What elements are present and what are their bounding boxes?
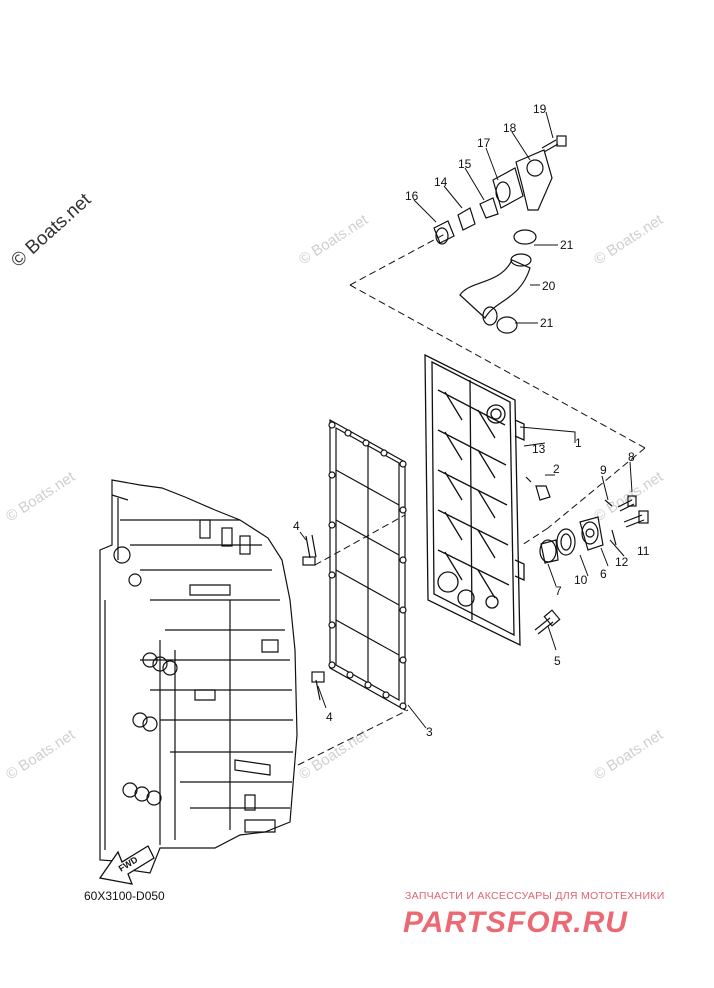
callout-16: 16: [405, 189, 419, 203]
callout-21: 21: [560, 238, 574, 252]
leader-lines: [299, 111, 633, 729]
callout-4: 4: [293, 519, 300, 533]
callout-1: 1: [575, 436, 582, 450]
callout-7: 7: [555, 584, 562, 598]
callout-15: 15: [458, 157, 472, 171]
brand-tagline: ЗАПЧАСТИ И АКСЕССУАРЫ ДЛЯ МОТОТЕХНИКИ: [405, 890, 665, 902]
callout-8: 8: [628, 450, 635, 464]
callout-4: 4: [326, 710, 333, 724]
callout-20: 20: [542, 279, 556, 293]
callout-13: 13: [532, 442, 546, 456]
bolt-part-4: [302, 534, 325, 701]
assembly-lines: [297, 233, 646, 766]
callout-3: 3: [426, 725, 433, 739]
fwd-arrow-icon: FWD: [98, 845, 155, 885]
engine-block: [99, 479, 298, 874]
callout-17: 17: [477, 136, 491, 150]
watermark: © Boats.net: [296, 211, 372, 269]
watermark: © Boats.net: [3, 726, 79, 784]
watermarks: © Boats.net © Boats.net © Boats.net © Bo…: [3, 189, 667, 783]
watermark: © Boats.net: [3, 468, 79, 526]
part-callouts: 1 2 3 4 4 5 6 7 8 9 10 11 12 13 14 15 16…: [293, 102, 650, 739]
callout-14: 14: [434, 175, 448, 189]
gasket-part-3: [328, 418, 407, 712]
watermark: © Boats.net: [296, 726, 372, 784]
callout-9: 9: [600, 463, 607, 477]
callout-19: 19: [533, 102, 547, 116]
brand-logo: PARTSFOR.RU: [403, 906, 628, 939]
callout-6: 6: [600, 567, 607, 581]
bolt-part-5: [534, 609, 561, 635]
callout-18: 18: [503, 121, 517, 135]
callout-2: 2: [553, 462, 560, 476]
callout-10: 10: [574, 573, 588, 587]
watermark: © Boats.net: [591, 726, 667, 784]
callout-11: 11: [637, 544, 650, 558]
callout-12: 12: [615, 555, 629, 569]
callout-5: 5: [554, 654, 561, 668]
watermark: © Boats.net: [591, 211, 667, 269]
callout-21: 21: [540, 316, 554, 330]
thermostat-parts: [525, 476, 649, 564]
diagram-code: 60X3100-D050: [84, 889, 165, 903]
exhaust-cover-part-1: [424, 353, 525, 647]
water-hose-parts: [433, 135, 567, 334]
copyright-watermark: © Boats.net: [7, 189, 96, 272]
